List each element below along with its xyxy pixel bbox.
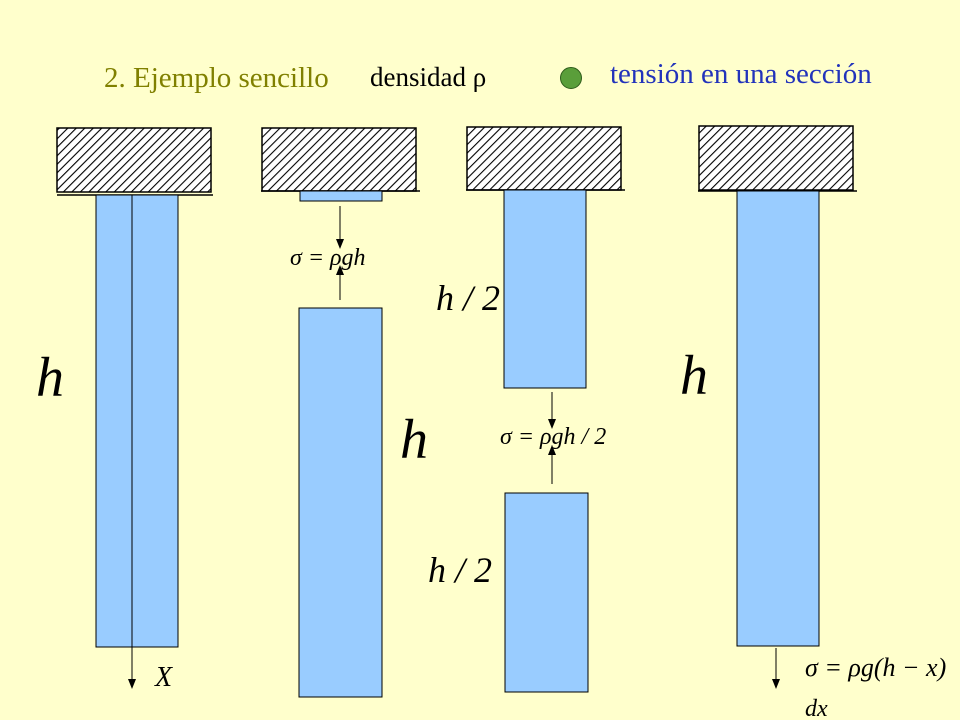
x-axis-label: X — [154, 662, 173, 693]
bar-3-upper-half — [503, 189, 587, 389]
bar-3: h / 2 σ = ρgh / 2 h / 2 — [428, 126, 625, 693]
bar-4-height-label: h — [680, 345, 708, 407]
bullet-dot — [560, 67, 582, 89]
stress-formula-3: σ = ρgh / 2 — [500, 424, 606, 450]
bar-2-height-label: h — [400, 409, 428, 471]
bar-4: h σ = ρg(h − x) dx — [680, 125, 946, 720]
density-label: densidad ρ — [370, 62, 487, 92]
bar-1-height-label: h — [36, 347, 64, 409]
bar-2-body — [298, 307, 383, 698]
support-4 — [698, 125, 854, 191]
support-1 — [56, 127, 212, 193]
bar-1-body — [95, 194, 179, 648]
bar-3-lower-label: h / 2 — [428, 550, 492, 590]
support-2 — [261, 127, 417, 192]
bar-1: h X — [36, 127, 213, 693]
support-3 — [466, 126, 622, 191]
bar-2: σ = ρgh h — [261, 127, 428, 698]
bar-2-stub — [299, 190, 383, 202]
stress-formula-2: σ = ρgh — [290, 245, 366, 271]
bullet-text: tensión en una sección — [610, 58, 872, 90]
slide-title: 2. Ejemplo sencillo — [104, 62, 329, 94]
stress-formula-4: σ = ρg(h − x) — [805, 653, 946, 682]
bar-3-lower-half — [504, 492, 589, 693]
dx-label: dx — [805, 696, 828, 720]
bar-3-upper-label: h / 2 — [436, 278, 500, 318]
bar-4-body — [736, 190, 820, 647]
